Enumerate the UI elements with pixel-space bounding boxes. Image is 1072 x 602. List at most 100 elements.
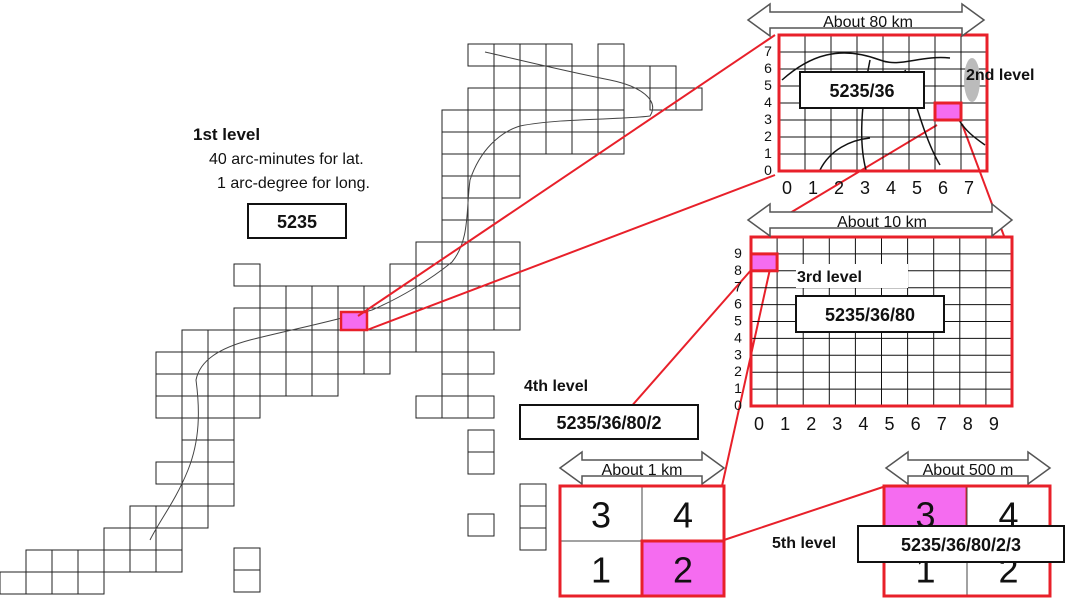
quadrant-label: 1 — [591, 550, 611, 591]
mesh-cell — [233, 373, 261, 397]
quadrant-cell — [559, 540, 643, 597]
level1-title: 1st level — [193, 125, 260, 144]
mesh-cell — [363, 329, 391, 353]
y-tick-label: 0 — [764, 162, 772, 178]
level1-annotation: 1st level 40 arc-minutes for lat. 1 arc-… — [193, 125, 370, 239]
mesh-cell — [519, 483, 547, 507]
mesh-cell — [649, 87, 677, 111]
mesh-cell — [285, 373, 313, 397]
level1-long-resolution: 1 arc-degree for long. — [217, 175, 370, 192]
mesh-cell — [155, 461, 183, 485]
mesh-cell — [259, 373, 287, 397]
mesh-cell — [311, 329, 339, 353]
level2-span-label: About 80 km — [823, 14, 913, 31]
level4-code: 5235/36/80/2 — [556, 413, 661, 433]
mesh-cell — [441, 395, 469, 419]
level1-lat-resolution: 40 arc-minutes for lat. — [209, 151, 364, 168]
mesh-cell — [181, 417, 209, 441]
x-tick-label: 5 — [912, 178, 922, 198]
mesh-cell — [129, 505, 157, 529]
y-tick-label: 4 — [734, 329, 742, 345]
x-tick-label: 3 — [832, 414, 842, 434]
mesh-cell — [441, 219, 469, 243]
mesh-cell — [233, 351, 261, 375]
mesh-cell — [77, 549, 105, 573]
mesh-cell — [441, 109, 469, 133]
mesh-cell — [25, 571, 53, 595]
mesh-cell — [155, 351, 183, 375]
mesh-cell — [259, 285, 287, 309]
mesh-cell — [441, 175, 469, 199]
x-tick-label: 5 — [884, 414, 894, 434]
level3-code-box — [795, 295, 945, 333]
level4-span-label: About 1 km — [602, 462, 683, 479]
mesh-cell — [467, 87, 495, 111]
mesh-cell — [545, 87, 573, 111]
mesh-cell — [649, 65, 677, 89]
level2-highlight-cell — [933, 101, 963, 122]
y-tick-label: 8 — [734, 262, 742, 278]
mesh-cell — [233, 547, 261, 571]
mesh-cell — [467, 351, 495, 375]
level3-span-arrow: About 10 km — [746, 202, 1014, 238]
mesh-cell — [597, 131, 625, 155]
mesh-cell — [337, 329, 365, 353]
mesh-cell — [415, 285, 443, 309]
quadrant-label: 4 — [673, 495, 693, 536]
mesh-cell — [103, 527, 131, 551]
mesh-cell — [597, 87, 625, 111]
level3-span-label: About 10 km — [837, 214, 927, 231]
level5-title: 5th level — [772, 535, 836, 552]
zoom-connectors — [357, 34, 1005, 541]
level1-highlight-cell — [339, 310, 369, 332]
mesh-cell — [519, 527, 547, 551]
y-tick-label: 4 — [764, 94, 772, 110]
level3-highlight-cell — [749, 252, 779, 273]
mesh-cell — [493, 285, 521, 309]
mesh-cell — [467, 451, 495, 475]
x-tick-label: 6 — [938, 178, 948, 198]
mesh-cell — [207, 461, 235, 485]
mesh-cell — [363, 351, 391, 375]
x-tick-label: 4 — [886, 178, 896, 198]
mesh-cell — [597, 65, 625, 89]
mesh-cell — [311, 307, 339, 331]
mesh-cell — [337, 351, 365, 375]
mesh-cell — [129, 527, 157, 551]
mesh-cell — [207, 395, 235, 419]
mesh-cell — [207, 351, 235, 375]
mesh-cell — [181, 329, 209, 353]
mesh-cell — [493, 175, 521, 199]
mesh-cell — [259, 329, 287, 353]
y-tick-label: 1 — [764, 145, 772, 161]
x-tick-label: 0 — [754, 414, 764, 434]
mesh-cell — [285, 351, 313, 375]
level5-span-label: About 500 m — [923, 462, 1014, 479]
level3-code: 5235/36/80 — [825, 305, 915, 325]
mesh-cell — [441, 153, 469, 177]
mesh-cell — [571, 109, 599, 133]
mesh-cell — [311, 373, 339, 397]
x-tick-label: 2 — [806, 414, 816, 434]
x-tick-label: 6 — [911, 414, 921, 434]
mesh-cell — [311, 285, 339, 309]
y-tick-label: 5 — [764, 77, 772, 93]
mesh-cell — [675, 87, 703, 111]
mesh-cell — [77, 571, 105, 595]
level2-boundary-south — [819, 137, 871, 171]
level3-frame — [749, 235, 1014, 408]
mesh-cell — [519, 65, 547, 89]
mesh-cell — [233, 395, 261, 419]
mesh-cell — [415, 395, 443, 419]
level2-code: 5235/36 — [829, 81, 894, 101]
mesh-cell — [441, 307, 469, 331]
mesh-cell — [519, 505, 547, 529]
level2-span-arrow: About 80 km — [746, 2, 986, 38]
y-tick-label: 3 — [764, 111, 772, 127]
mesh-cell — [233, 263, 261, 287]
mesh-cell — [389, 263, 417, 287]
